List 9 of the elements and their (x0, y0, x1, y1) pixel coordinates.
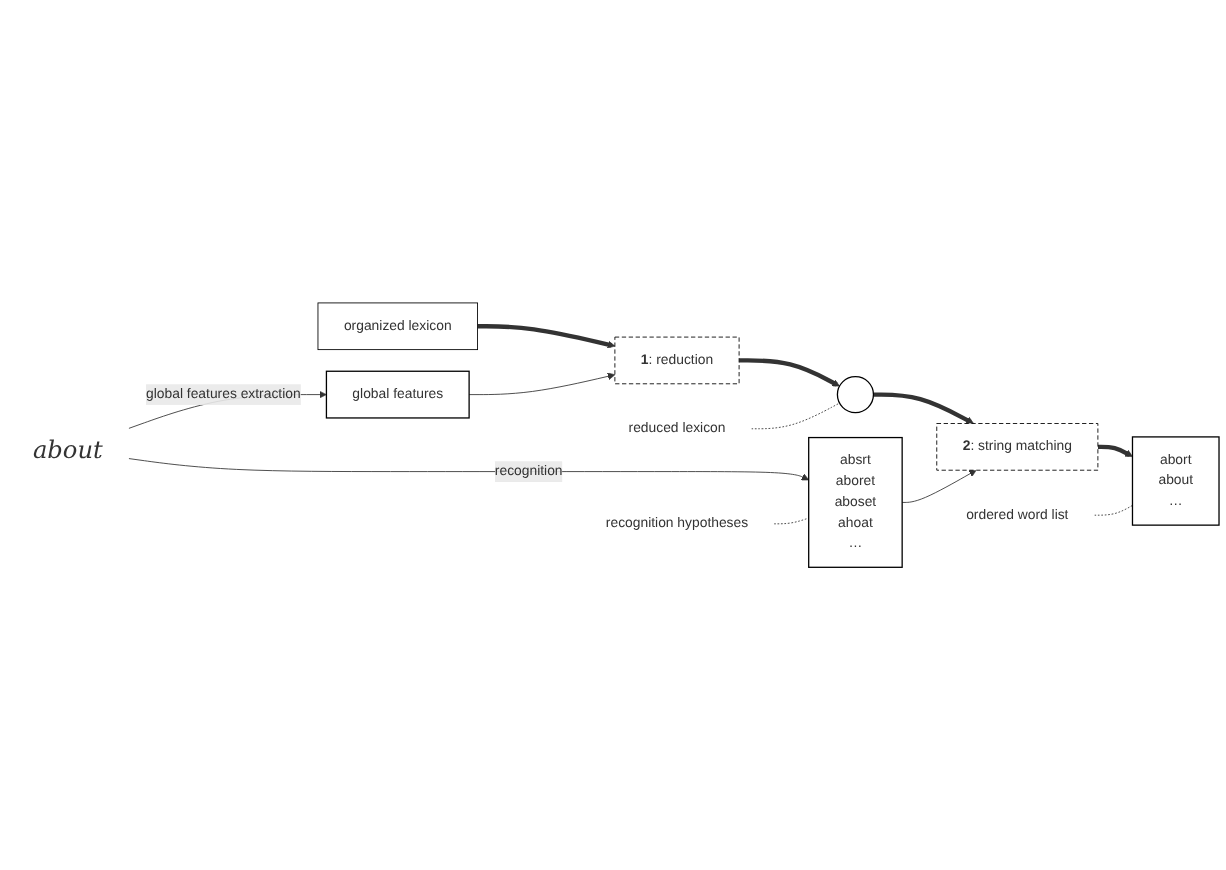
connector (751, 402, 840, 430)
arrow (477, 324, 616, 349)
connector (1094, 504, 1133, 516)
arrow (1097, 444, 1133, 457)
node-text: about (32, 435, 103, 464)
connector (773, 517, 810, 525)
arrow (739, 358, 840, 387)
arrow (873, 392, 974, 424)
node-circle (836, 375, 875, 414)
